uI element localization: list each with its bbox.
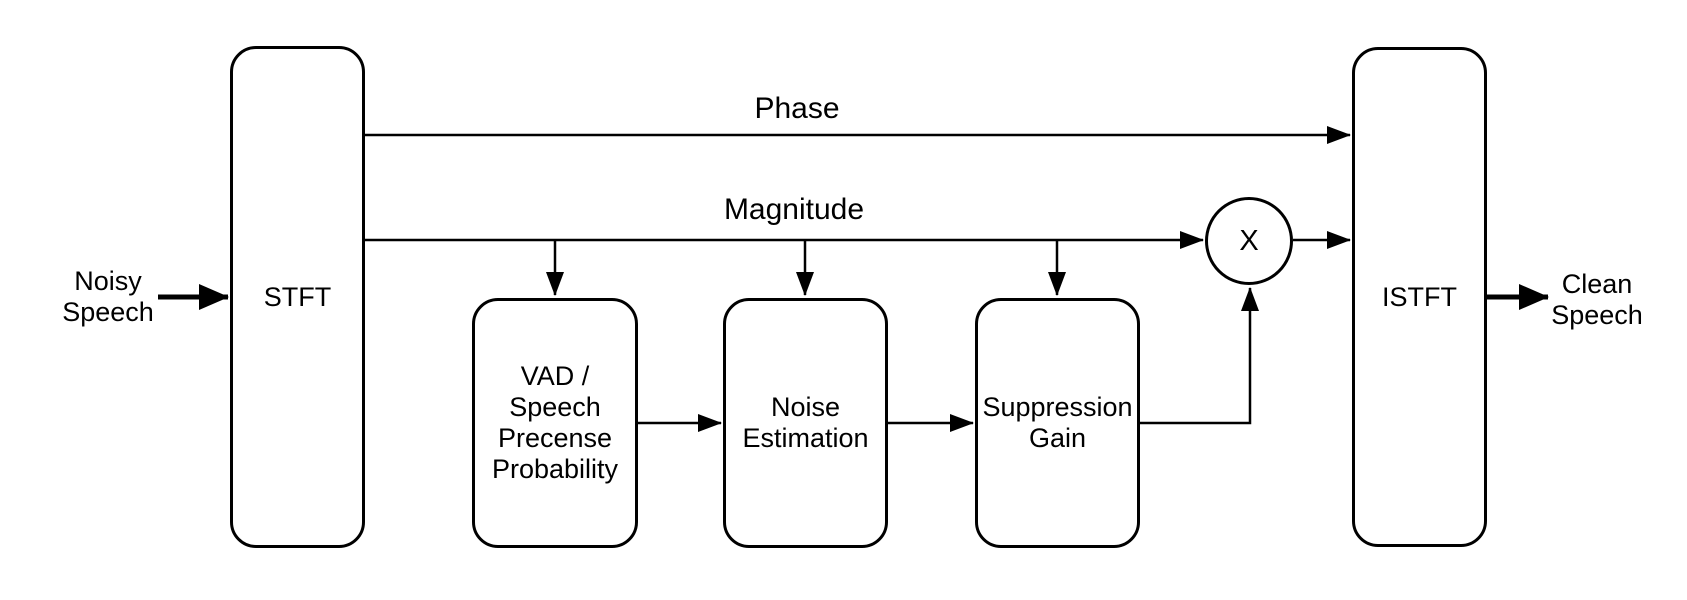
magnitude-edge-label: Magnitude — [723, 193, 865, 226]
suppression-to-multiply-edge — [1140, 287, 1259, 425]
noise-estimation-node: Noise Estimation — [723, 298, 888, 548]
istft-node: ISTFT — [1352, 47, 1487, 547]
multiply-operator-node: X — [1205, 197, 1293, 285]
noisy-speech-input-label: Noisy Speech — [62, 266, 154, 327]
clean-speech-output-label: Clean Speech — [1551, 269, 1643, 330]
vad-speech-presence-node: VAD / Speech Precense Probability — [472, 298, 638, 548]
phase-edge-label: Phase — [754, 92, 840, 125]
suppression-gain-node: Suppression Gain — [975, 298, 1140, 548]
stft-node: STFT — [230, 46, 365, 548]
